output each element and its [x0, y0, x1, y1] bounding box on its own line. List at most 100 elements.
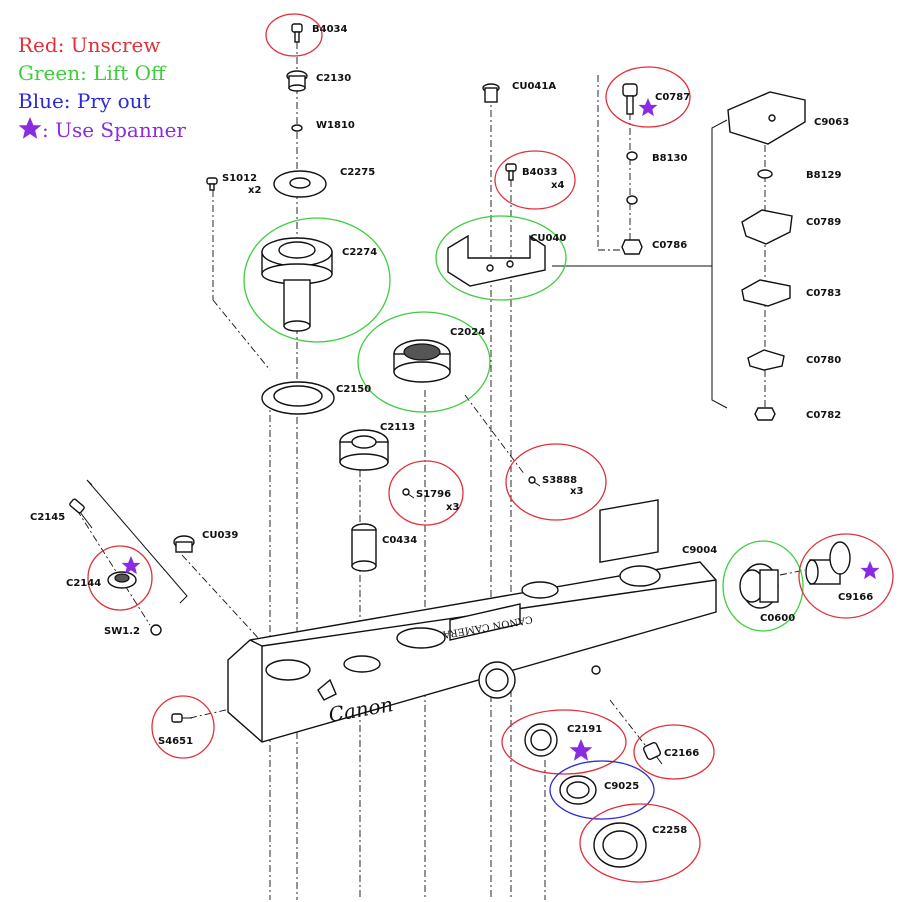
ring-unscrew-c0787: [605, 66, 691, 128]
label-s1012-qty: x2: [248, 185, 261, 196]
label-c0780: C0780: [806, 355, 841, 366]
star-icon: [121, 556, 141, 575]
label-c2145: C2145: [30, 512, 65, 523]
label-c0434: C0434: [382, 535, 417, 546]
ring-unscrew-s3888: [505, 443, 607, 521]
label-c0600: C0600: [760, 613, 795, 624]
screw-c2145: [69, 498, 93, 529]
ring-c2150: [261, 381, 335, 415]
ring-unscrew-c2191: [501, 709, 627, 775]
label-c2150: C2150: [336, 384, 371, 395]
ring-pryout-c9025: [549, 760, 655, 820]
part-labels: B4034 C2130 W1810 S1012 x2 C2275 C2274 C…: [30, 24, 873, 836]
spring-c0789: [741, 209, 793, 245]
star-icon: [860, 561, 880, 580]
ring-c2113: [339, 429, 389, 471]
ring-unscrew-b4033: [494, 150, 576, 210]
leader-lines: [76, 42, 806, 900]
washer-b8130: [626, 151, 638, 161]
label-c0783: C0783: [806, 288, 841, 299]
washer-small: [626, 195, 638, 205]
top-plate-c9004: [227, 499, 717, 743]
label-w1810: W1810: [316, 120, 355, 131]
nut-c0786: [621, 239, 643, 255]
ring-liftoff-c0600: [722, 540, 804, 632]
sleeve-c0434: [351, 523, 377, 572]
pin-cu041a: [482, 83, 500, 103]
screw-s4651: [171, 713, 192, 723]
label-c0786: C0786: [652, 240, 687, 251]
label-b4034: B4034: [312, 24, 347, 35]
label-b4033: B4033: [522, 167, 557, 178]
label-c9025: C9025: [604, 781, 639, 792]
legend-star: : Use Spanner: [18, 117, 186, 142]
legend-red-text: Red: Unscrew: [18, 33, 161, 57]
label-c9004: C9004: [682, 545, 717, 556]
ring-liftoff-cu040: [435, 215, 567, 301]
label-s3888: S3888: [542, 475, 577, 486]
bracket-lines: [86, 119, 728, 604]
ring-unscrew-s4651: [151, 695, 215, 759]
label-c9166: C9166: [838, 592, 873, 603]
ring-unscrew-s1796: [388, 460, 464, 526]
screw-s3888: [528, 476, 541, 487]
gear-c2024: [393, 339, 451, 383]
highlight-rings: [87, 13, 894, 883]
label-c2191: C2191: [567, 724, 602, 735]
star-icon: [18, 117, 42, 139]
label-c0787: C0787: [655, 92, 690, 103]
ring-unscrew-c9166: [798, 533, 894, 619]
label-s1796: S1796: [416, 489, 451, 500]
label-b4033-qty: x4: [551, 180, 564, 191]
legend-red: Red: Unscrew: [18, 33, 161, 57]
star-icon: [638, 98, 658, 117]
washer-w1810: [291, 124, 303, 132]
label-c0789: C0789: [806, 217, 841, 228]
ring-unscrew-c2258: [579, 803, 701, 883]
label-sw12: SW1.2: [104, 626, 140, 637]
screw-s1796: [402, 488, 415, 499]
shoe-c9063: [727, 91, 806, 145]
ring-c9025: [559, 775, 597, 805]
label-c2274: C2274: [342, 247, 377, 258]
legend-green-text: Green: Lift Off: [18, 61, 166, 85]
screw-b4034: [291, 23, 303, 43]
label-s1796-qty: x3: [446, 502, 459, 513]
label-s4651: S4651: [158, 736, 193, 747]
label-c9063: C9063: [814, 117, 849, 128]
ring-unscrew-c2144: [87, 545, 153, 611]
gear-c2274: [261, 237, 333, 332]
label-s3888-qty: x3: [570, 486, 583, 497]
screw-b4033: [505, 163, 517, 181]
washer-sw12: [150, 624, 162, 636]
label-cu040: CU040: [530, 233, 566, 244]
spring-c0780: [747, 349, 785, 371]
nut-c0782: [754, 407, 776, 421]
pin-c9166: [805, 541, 851, 585]
ring-unscrew-b4034: [265, 13, 323, 57]
label-c2258: C2258: [652, 825, 687, 836]
ring-liftoff-c2024: [357, 311, 491, 413]
legend-green: Green: Lift Off: [18, 61, 165, 85]
plate-c2275: [273, 170, 327, 198]
star-icon: [569, 739, 593, 761]
screw-c0787: [622, 83, 638, 115]
screw-cu039: [173, 535, 195, 553]
legend-blue-text: Blue: Pry out: [18, 89, 151, 113]
ring-c2191: [524, 723, 558, 757]
collar-c0600: [739, 563, 779, 609]
screw-c2166: [642, 741, 663, 765]
ring-c2258: [593, 822, 647, 868]
label-cu039: CU039: [202, 530, 238, 541]
label-c2113: C2113: [380, 422, 415, 433]
shoe-cu040: [447, 234, 546, 287]
label-b8130: B8130: [652, 153, 687, 164]
label-c0782: C0782: [806, 410, 841, 421]
label-b8129: B8129: [806, 170, 841, 181]
knob-c2130: [286, 70, 308, 92]
label-cu041a: CU041A: [512, 81, 556, 92]
spanner-stars: [121, 98, 880, 761]
label-c2275: C2275: [340, 167, 375, 178]
